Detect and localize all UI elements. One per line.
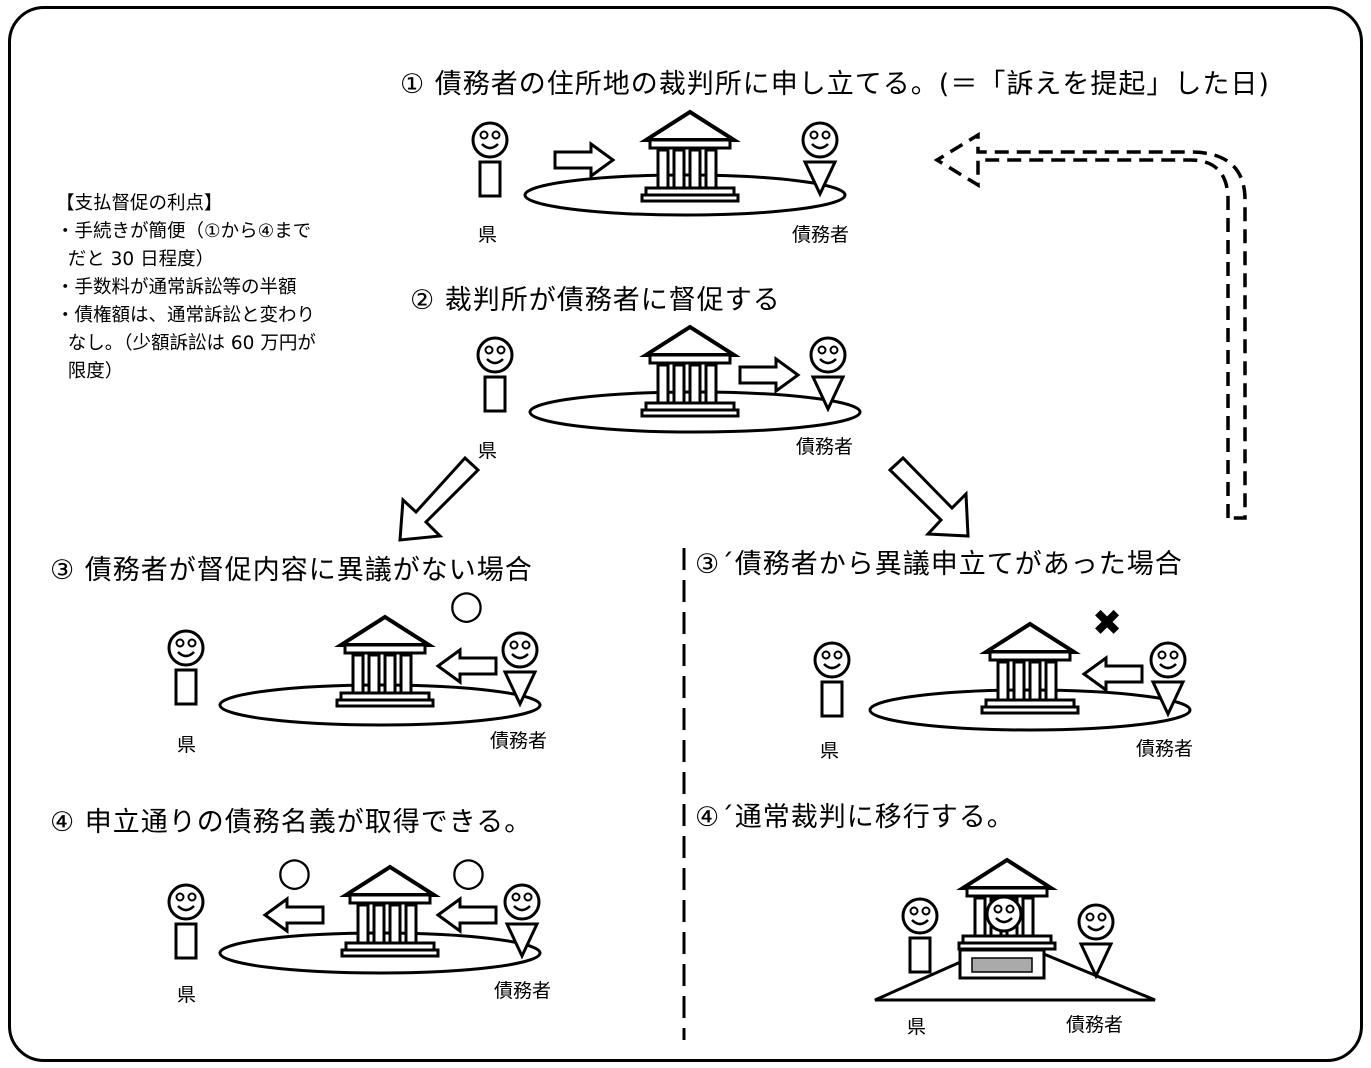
approval-circle: ○ (449, 582, 484, 628)
branch-down-left-arrow-icon (398, 455, 481, 542)
prefecture-label: 県 (177, 734, 197, 756)
advantage-line: だと 30 日程度） (56, 249, 215, 270)
step-4b-heading: ④´通常裁判に移行する。 (695, 802, 1015, 833)
left-arrow-icon (263, 897, 325, 933)
step-3b-heading: ③´債務者から異議申立てがあった場合 (695, 549, 1183, 580)
advantage-line: なし。（少額訴訟は 60 万円が (56, 333, 316, 354)
debtor-label: 債務者 (796, 436, 854, 458)
prefecture-person-icon (478, 338, 512, 411)
return-dashed-arrow-icon (933, 131, 1247, 520)
debtor-label: 債務者 (494, 980, 552, 1002)
debtor-person-icon (1079, 905, 1113, 976)
court-icon (335, 615, 435, 708)
right-arrow-icon (738, 357, 800, 393)
advantage-line: ・手数料が通常訴訟等の半額 (56, 277, 297, 298)
step-4-heading: ④ 申立通りの債務名義が取得できる。 (50, 807, 533, 838)
court-icon (640, 110, 740, 203)
court-icon (340, 865, 440, 958)
prefecture-person-icon (169, 631, 203, 704)
step-3-heading: ③ 債務者が督促内容に異議がない場合 (50, 555, 533, 586)
left-arrow-icon (436, 897, 498, 933)
prefecture-label: 県 (177, 984, 197, 1006)
advantage-line: 限度） (56, 361, 124, 382)
step-2-heading: ② 裁判所が債務者に督促する (410, 285, 781, 316)
scene-1 (473, 110, 847, 217)
court-icon (640, 325, 740, 418)
approval-circle: ○ (451, 849, 486, 895)
scene-4b (874, 858, 1156, 1002)
prefecture-person-icon (169, 885, 203, 958)
debtor-label: 債務者 (1066, 1014, 1124, 1036)
right-arrow-icon (553, 142, 615, 178)
scene-3 (169, 615, 542, 727)
diagram-frame (8, 6, 1363, 1062)
advantages-list: 【支払督促の利点】 ・手続きが簡便（①から④まで だと 30 日程度） ・手数料… (56, 190, 316, 386)
advantage-line: ・債権額は、通常訴訟と変わり (56, 305, 316, 326)
prefecture-person-icon (903, 899, 937, 972)
rejection-cross: ✖ (1092, 603, 1123, 644)
prefecture-label: 県 (907, 1016, 927, 1038)
debtor-label: 債務者 (490, 730, 548, 752)
branch-down-right-arrow-icon (887, 455, 970, 538)
prefecture-person-icon (473, 123, 507, 196)
approval-circle: ○ (277, 849, 312, 895)
debtor-label: 債務者 (1136, 738, 1194, 760)
debtor-label: 債務者 (792, 224, 850, 246)
judge-icon (985, 895, 1023, 933)
left-arrow-icon (436, 648, 498, 684)
prefecture-label: 県 (478, 224, 498, 246)
advantages-title: 【支払督促の利点】 (56, 193, 223, 214)
prefecture-person-icon (815, 643, 849, 716)
scene-2 (478, 325, 862, 434)
advantage-line: ・手続きが簡便（①から④まで (56, 221, 312, 242)
bench-panel (971, 957, 1033, 973)
prefecture-label: 県 (478, 440, 498, 462)
prefecture-label: 県 (820, 740, 840, 762)
court-icon (980, 622, 1080, 715)
step-1-heading: ① 債務者の住所地の裁判所に申し立てる。(＝「訴えを提起」した日) (400, 69, 1270, 100)
left-arrow-icon (1082, 656, 1144, 692)
scene-4 (169, 865, 542, 975)
scene-3b (815, 622, 1192, 732)
